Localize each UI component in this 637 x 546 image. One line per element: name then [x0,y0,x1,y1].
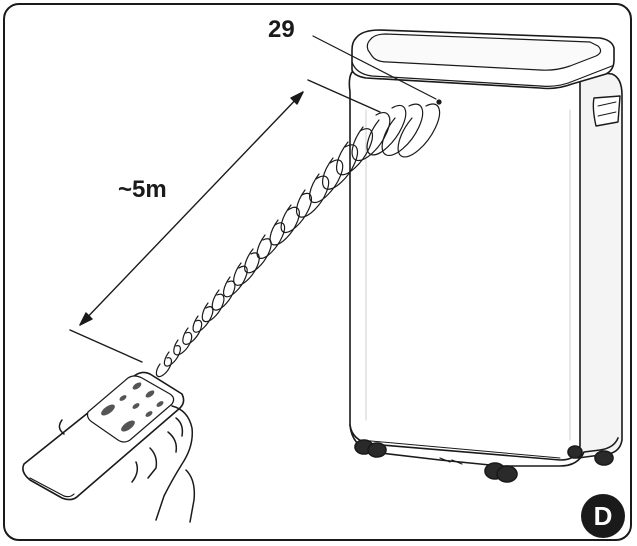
arrow-head-bottom [79,312,93,326]
hand [58,405,196,523]
panel-letter-badge: D [581,494,625,538]
air-conditioner-unit [348,29,623,467]
ir-signal-waves [155,103,441,378]
unit-side-panel [577,69,623,459]
unit-side-handle [592,95,621,127]
leader-line [312,35,437,100]
reference-number-label: 29 [268,16,295,43]
dimension-arrow-line [79,91,304,326]
extension-line-top [307,79,381,113]
distance-label: ~5m [118,176,167,203]
receiver-sensor-dot [436,99,442,105]
remote-control [22,371,185,501]
unit-lid-inner [366,33,602,71]
remote-buttons [101,382,164,432]
extension-line-bottom [69,329,143,363]
distance-dimension [69,79,381,363]
arrow-head-top [290,91,304,105]
unit-body [348,71,581,461]
unit-casters [354,439,614,483]
